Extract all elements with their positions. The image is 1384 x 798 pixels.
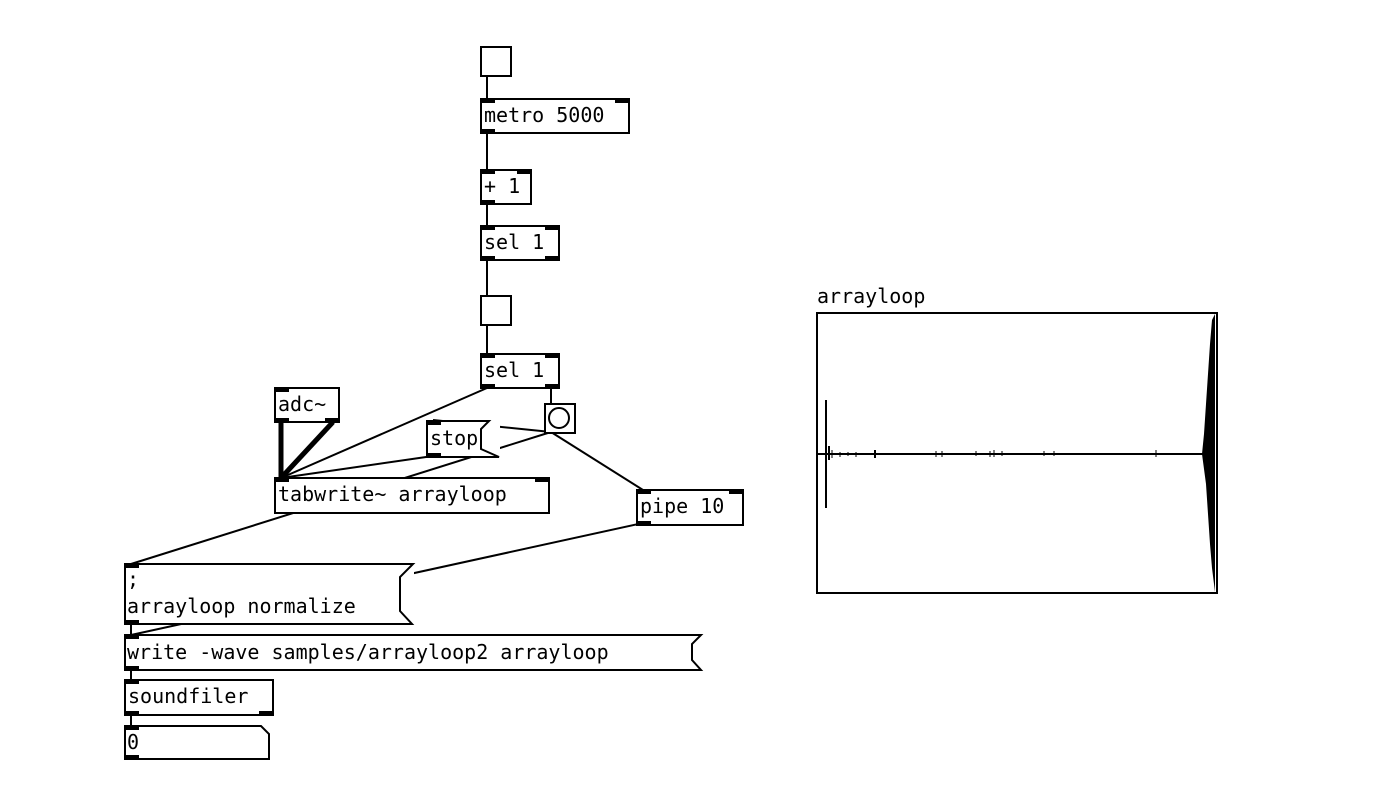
- cord-sel-to-tabwrite: [280, 387, 488, 479]
- inlet: [480, 353, 495, 358]
- number-value: 0: [127, 730, 140, 754]
- outlet: [636, 521, 651, 526]
- inlet: [636, 489, 651, 494]
- inlet: [545, 225, 560, 230]
- toggle-middle[interactable]: [480, 295, 512, 326]
- pipe-object[interactable]: pipe 10: [636, 489, 744, 526]
- outlet: [480, 129, 495, 134]
- toggle-top[interactable]: [480, 46, 512, 77]
- bang-circle-icon: [548, 407, 570, 429]
- inlet: [480, 169, 495, 174]
- inlet: [124, 725, 139, 730]
- number-box-outline: [124, 725, 270, 760]
- waveform-burst: [1202, 314, 1215, 592]
- adc-object[interactable]: adc~: [274, 387, 340, 423]
- inlet: [124, 679, 139, 684]
- cord-stop-to-tabwrite: [280, 455, 434, 479]
- stop-message[interactable]: stop: [426, 420, 500, 458]
- outlet: [124, 711, 139, 716]
- sel-object-2[interactable]: sel 1: [480, 353, 560, 389]
- bang-button[interactable]: [544, 403, 576, 434]
- inlet: [729, 489, 744, 494]
- sel-label-1: sel 1: [484, 230, 545, 254]
- normalize-line-1: ;: [127, 567, 140, 591]
- inlet: [480, 98, 495, 103]
- outlet: [480, 256, 495, 261]
- write-message[interactable]: write -wave samples/arrayloop2 arrayloop: [124, 634, 704, 671]
- array-title: arrayloop: [817, 284, 926, 308]
- inlet: [480, 225, 495, 230]
- outlet: [259, 711, 274, 716]
- normalize-line-2: arrayloop normalize: [127, 594, 356, 618]
- sel-object-1[interactable]: sel 1: [480, 225, 560, 261]
- inlet: [274, 387, 289, 392]
- soundfiler-object[interactable]: soundfiler: [124, 679, 274, 716]
- signal-cord-adc-right: [279, 420, 335, 480]
- tabwrite-label: tabwrite~ arrayloop: [278, 482, 507, 506]
- normalize-message[interactable]: ; arrayloop normalize: [124, 563, 416, 625]
- array-graph[interactable]: [816, 312, 1218, 594]
- outlet: [480, 200, 495, 205]
- inlet: [124, 634, 139, 639]
- sel-label-2: sel 1: [484, 358, 545, 382]
- tabwrite-object[interactable]: tabwrite~ arrayloop: [274, 477, 550, 514]
- stop-label: stop: [430, 426, 479, 450]
- adc-label: adc~: [278, 392, 327, 416]
- inlet: [426, 420, 441, 425]
- outlet: [124, 620, 139, 625]
- outlet: [545, 256, 560, 261]
- inlet: [517, 169, 532, 174]
- inlet: [615, 98, 630, 103]
- outlet: [426, 453, 441, 458]
- outlet: [545, 384, 560, 389]
- array-waveform: [818, 314, 1215, 592]
- plus-object[interactable]: + 1: [480, 169, 532, 205]
- metro-label: metro 5000: [484, 103, 605, 127]
- inlet: [535, 477, 550, 482]
- outlet: [480, 384, 495, 389]
- inlet: [545, 353, 560, 358]
- write-label: write -wave samples/arrayloop2 arrayloop: [127, 640, 609, 664]
- outlet: [325, 418, 340, 423]
- outlet: [124, 666, 139, 671]
- plus-label: + 1: [484, 174, 521, 198]
- cord-bang-to-pipe: [550, 431, 644, 491]
- pipe-label: pipe 10: [640, 494, 725, 518]
- metro-object[interactable]: metro 5000: [480, 98, 630, 134]
- outlet: [124, 755, 139, 760]
- inlet: [274, 477, 289, 482]
- soundfiler-label: soundfiler: [128, 684, 249, 708]
- inlet: [124, 563, 139, 568]
- number-box[interactable]: 0: [124, 725, 270, 760]
- outlet: [274, 418, 289, 423]
